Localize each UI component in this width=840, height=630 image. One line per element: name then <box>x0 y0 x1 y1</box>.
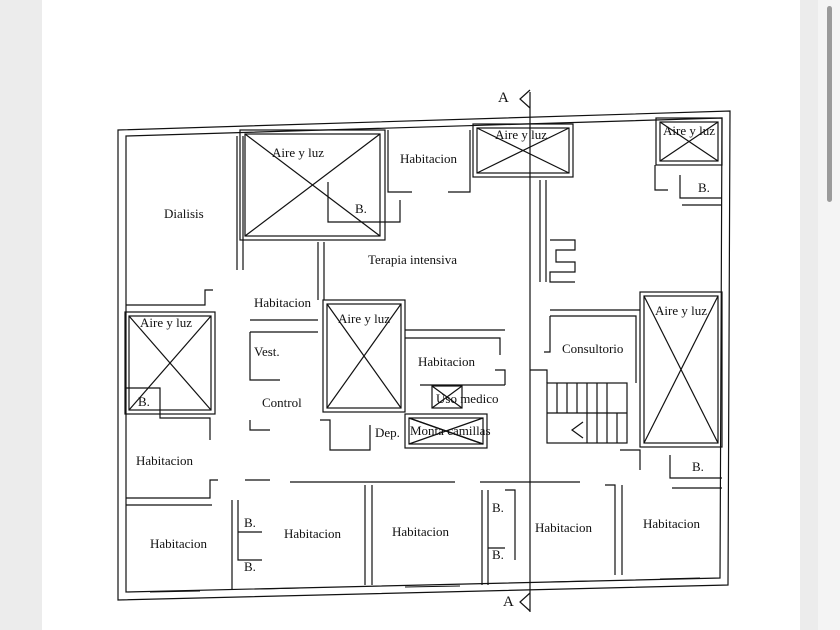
room-label-aire-y-luz-5: Aire y luz <box>338 311 390 326</box>
room-label-terapia-intensiva: Terapia intensiva <box>368 252 457 267</box>
room-label-control: Control <box>262 395 302 410</box>
light-well-5 <box>322 299 406 413</box>
room-label-habitacion-1: Habitacion <box>400 151 458 166</box>
room-label-monta-camillas: Monta camillas <box>410 423 491 438</box>
section-arrow-top <box>519 89 531 109</box>
room-label-habitacion-5: Habitacion <box>150 536 208 551</box>
light-well-1 <box>239 129 386 241</box>
room-label-uso-medico: Uso medico <box>436 391 499 406</box>
room-label-aire-y-luz-6: Aire y luz <box>655 303 707 318</box>
light-well-3 <box>655 117 723 166</box>
light-well-4 <box>124 311 216 415</box>
room-label-bano-5: B. <box>244 515 256 530</box>
drawing-sheet <box>42 0 800 630</box>
light-well-6 <box>639 291 723 448</box>
interior-walls <box>126 130 722 590</box>
outer-wall <box>117 110 731 601</box>
room-label-habitacion-8: Habitacion <box>535 520 593 535</box>
room-label-consultorio: Consultorio <box>562 341 624 356</box>
room-label-aire-y-luz-4: Aire y luz <box>140 315 192 330</box>
light-well-2 <box>472 123 574 178</box>
room-label-habitacion-3: Habitacion <box>418 354 476 369</box>
room-label-aire-y-luz-3: Aire y luz <box>663 123 715 138</box>
monta-camillas-shaft <box>404 413 488 449</box>
section-arrow-bottom <box>519 592 531 612</box>
room-label-bano-2: B. <box>698 180 710 195</box>
room-label-habitacion-9: Habitacion <box>643 516 701 531</box>
room-label-habitacion-4: Habitacion <box>136 453 194 468</box>
section-marker-bottom: A <box>503 594 514 610</box>
room-label-bano-3: B. <box>138 394 150 409</box>
room-label-deposito: Dep. <box>375 425 400 440</box>
room-label-dialisis: Dialisis <box>164 206 204 221</box>
room-label-bano-6: B. <box>244 559 256 574</box>
room-label-bano-4: B. <box>692 459 704 474</box>
room-label-aire-y-luz-1: Aire y luz <box>272 145 324 160</box>
room-label-bano-8: B. <box>492 547 504 562</box>
room-label-bano-7: B. <box>492 500 504 515</box>
section-marker-top: A <box>498 90 509 106</box>
room-label-vestidor: Vest. <box>254 344 280 359</box>
scrollbar-thumb[interactable] <box>827 6 832 202</box>
room-label-habitacion-7: Habitacion <box>392 524 450 539</box>
uso-medico-shaft <box>431 385 463 409</box>
staircase <box>546 382 628 444</box>
room-label-bano-1: B. <box>355 201 367 216</box>
room-label-aire-y-luz-2: Aire y luz <box>495 127 547 142</box>
scrollbar[interactable] <box>818 0 840 630</box>
facade-windows <box>149 577 701 593</box>
room-label-habitacion-2: Habitacion <box>254 295 312 310</box>
room-label-habitacion-6: Habitacion <box>284 526 342 541</box>
